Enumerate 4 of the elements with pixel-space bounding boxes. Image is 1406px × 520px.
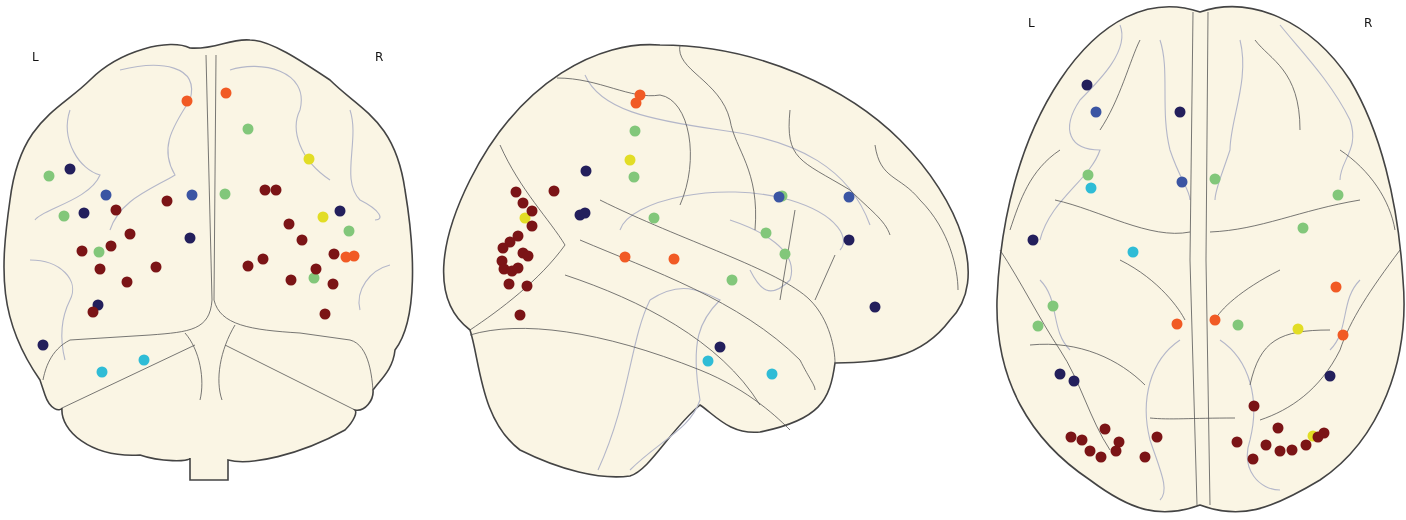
side-label: L	[32, 50, 39, 64]
side-label: R	[375, 50, 384, 64]
side-label: R	[1364, 16, 1373, 30]
side-label: L	[1028, 16, 1035, 30]
